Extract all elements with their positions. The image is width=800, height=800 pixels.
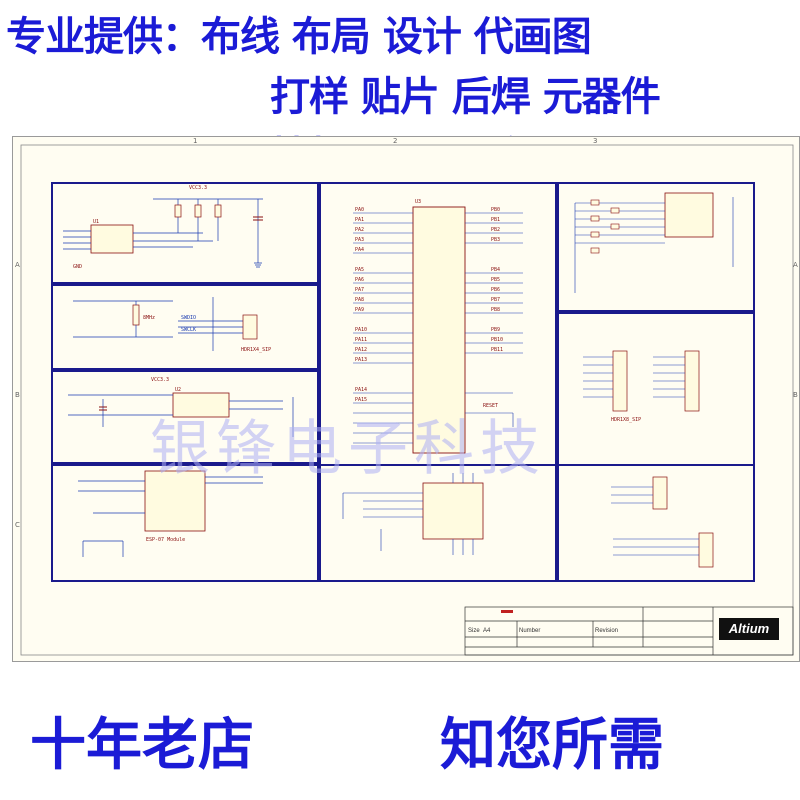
border-ticks: 1 2 3 A B C A B [15,137,798,529]
size-label: Size [468,628,480,634]
tick-side-b: B [15,391,20,399]
title-block [464,606,794,656]
u2-label: U2 [175,387,181,393]
svg-text:PB10: PB10 [491,337,503,343]
header-label-2: HDR1X8_SIP [611,417,641,423]
gnd-label-1: GND [73,264,82,270]
tick-top-2: 2 [393,137,397,145]
svg-text:PA6: PA6 [355,277,364,283]
schematic-drawing: 1 2 3 A B C A B U1 [15,137,798,656]
schematic-sheet: 1 2 3 A B C A B U1 [12,136,800,662]
svg-text:PB2: PB2 [491,227,500,233]
tick-top-3: 3 [593,137,597,145]
sensor-chip [342,473,484,555]
svg-text:PB11: PB11 [491,347,503,353]
svg-text:PA2: PA2 [355,227,364,233]
svg-text:ESP-07 Module: ESP-07 Module [146,537,185,543]
svg-text:PA12: PA12 [355,347,367,353]
svg-text:PA4: PA4 [355,247,364,253]
mcu-chip: U3 PA0 PA1 [353,199,523,454]
osc-label: 8MHz [143,315,155,321]
svg-text:PB6: PB6 [491,287,500,293]
module-frames [51,182,755,582]
reset-label: RESET [483,403,498,409]
altium-logo: Altium [719,618,779,640]
vcc-label-1: VCC3.3 [189,185,207,191]
tick-top-1: 1 [193,137,197,145]
tick-side-c: C [15,521,20,529]
header-label-1: HDR1X4_SIP [241,347,271,353]
svg-text:PB4: PB4 [491,267,500,273]
svg-text:PB8: PB8 [491,307,500,313]
svg-text:PA0: PA0 [355,207,364,213]
banner-line-1: 专业提供：布线 布局 设计 代画图 [6,14,592,60]
revision-label: Revision [595,628,618,634]
svg-text:PA15: PA15 [355,397,367,403]
svg-text:PA7: PA7 [355,287,364,293]
svg-text:PA3: PA3 [355,237,364,243]
svg-text:PB7: PB7 [491,297,500,303]
module-4-esp: ESP-07 Module [78,470,263,557]
footer-left-slogan: 十年老店 [30,713,254,778]
u1-label: U1 [93,219,99,225]
module-connectors [611,476,714,568]
svg-text:PA14: PA14 [355,387,367,393]
module-3-regulator: U2 VCC3.3 [68,377,294,437]
module-adc [574,192,734,293]
svg-text:SWDIO: SWDIO [181,315,196,321]
svg-text:PA13: PA13 [355,357,367,363]
module-headers: HDR1X8_SIP [583,350,700,423]
tick-side-a-right: A [793,261,798,269]
number-label: Number [519,628,540,634]
svg-text:PA9: PA9 [355,307,364,313]
watermark-text: 银锋电子科技 [150,414,546,484]
svg-text:SWCLK: SWCLK [181,327,196,333]
svg-text:PB0: PB0 [491,207,500,213]
svg-text:PA5: PA5 [355,267,364,273]
svg-text:PB5: PB5 [491,277,500,283]
module-1-circuit: U1 VCC3.3 GND [63,185,263,270]
footer-right-slogan: 知您所需 [440,713,664,778]
tick-side-b-right: B [793,391,798,399]
svg-text:PB9: PB9 [491,327,500,333]
svg-text:PB3: PB3 [491,237,500,243]
svg-text:PA11: PA11 [355,337,367,343]
svg-text:PA8: PA8 [355,297,364,303]
svg-text:PA10: PA10 [355,327,367,333]
banner-line-2: 打样 贴片 后焊 元器件 [270,74,661,120]
size-value: A4 [483,628,491,634]
module-2-oscillator: 8MHz HDR1X4_SIP SWDIO SWCLK [73,297,271,353]
svg-text:PB1: PB1 [491,217,500,223]
tick-side-a: A [15,261,20,269]
svg-text:PA1: PA1 [355,217,364,223]
u3-label: U3 [415,199,421,205]
vcc-label-3: VCC3.3 [151,377,169,383]
